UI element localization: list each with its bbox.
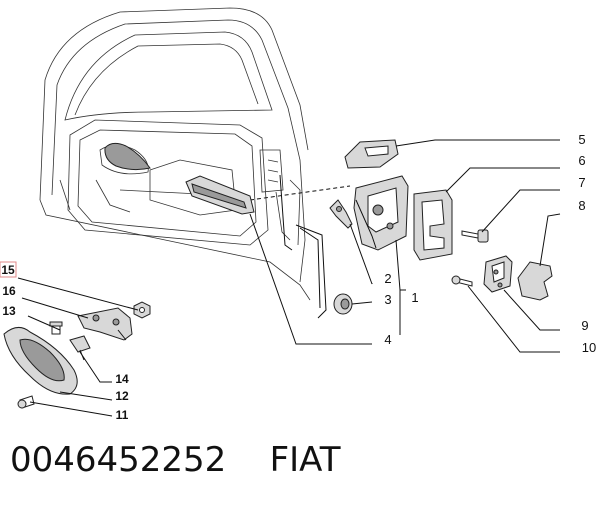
lock-rod [279,174,293,251]
door-frame [39,7,311,301]
callout-2: 2 [384,271,391,286]
callout-14: 14 [115,372,129,386]
door-lock-assembly [353,175,409,251]
striker-plate [517,261,553,301]
inner-door-handle [3,327,78,395]
brand-name: FIAT [269,440,341,480]
handle-clip [69,335,91,361]
part-caption: 0046452252 FIAT [10,440,341,480]
callout-11: 11 [116,408,129,422]
handle-bracket [77,307,133,341]
part-number: 0046452252 [10,440,227,480]
guide-line [249,185,351,201]
lock-gasket [413,189,453,261]
callout-7: 7 [578,175,585,190]
lock-cover [344,139,399,169]
screw-7 [461,229,489,243]
leader-lines [17,139,561,417]
screw-10 [451,275,473,287]
callout-16: 16 [2,284,16,298]
link-rod [295,224,327,319]
outer-door-handle [185,175,255,215]
grommet [333,293,353,315]
callout-15: 15 [1,263,15,277]
callout-13: 13 [2,304,16,318]
callout-5: 5 [578,132,585,147]
callout-4: 4 [384,332,391,347]
callout-10: 10 [582,340,596,355]
lock-lever [329,199,353,229]
callout-6: 6 [578,153,585,168]
callout-15-highlight [0,261,17,278]
screw-13 [49,321,63,335]
callout-1: 1 [411,290,418,305]
link-rod-2 [299,227,321,309]
nut-15 [133,301,151,319]
callout-8: 8 [578,198,585,213]
callout-3: 3 [384,292,391,307]
callout-12: 12 [115,389,129,403]
screw-11 [17,395,35,409]
door-striker [483,255,513,293]
callout-9: 9 [581,318,588,333]
